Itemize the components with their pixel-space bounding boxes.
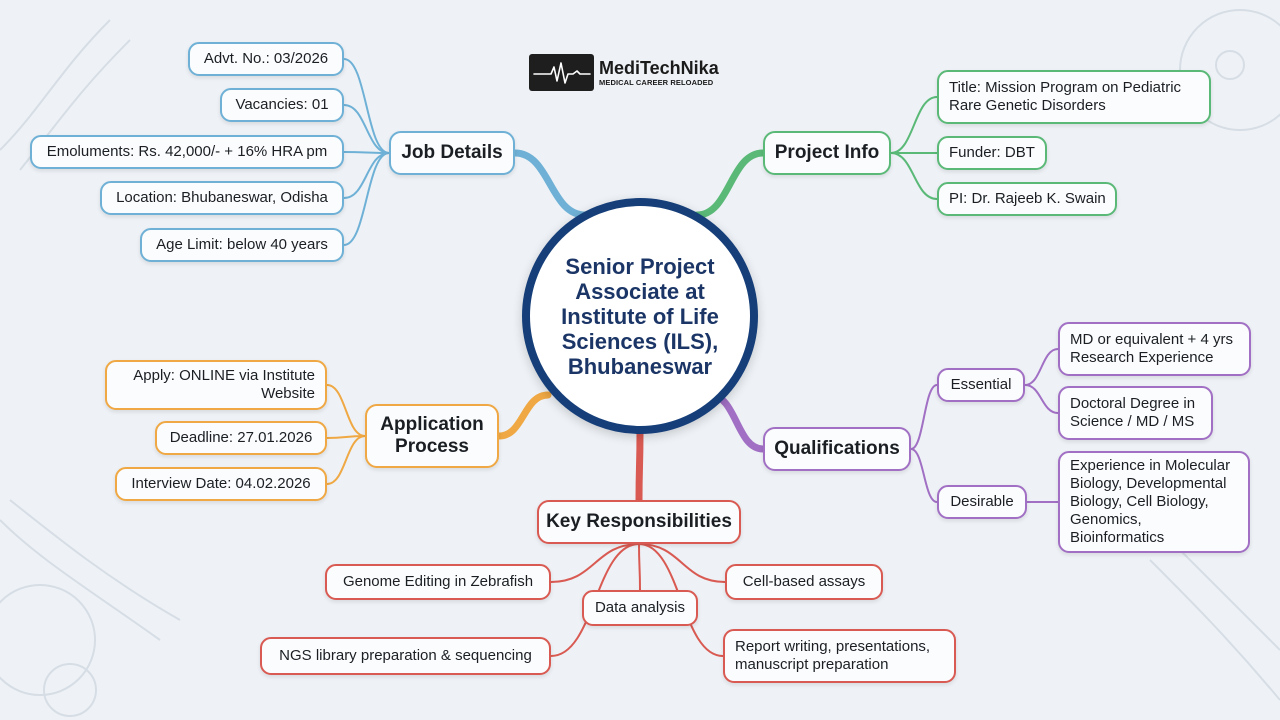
project-info-item: PI: Dr. Rajeeb K. Swain	[937, 182, 1117, 216]
connector-line	[635, 429, 644, 504]
central-topic-title: Senior Project Associate at Institute of…	[561, 253, 719, 379]
connector-line	[343, 151, 390, 154]
connector-line	[511, 149, 589, 219]
application-process-item: Interview Date: 04.02.2026	[115, 467, 327, 501]
connector-line	[343, 152, 390, 246]
connector-line	[326, 435, 366, 485]
qualification-desirable-label: Desirable	[937, 485, 1027, 519]
responsibility-item: Report writing, presentations, manuscrip…	[723, 629, 956, 683]
responsibility-item: Genome Editing in Zebrafish	[325, 564, 551, 600]
qualification-essential-item: MD or equivalent + 4 yrs Research Experi…	[1058, 322, 1251, 376]
connector-line	[693, 149, 767, 219]
brand-name: MediTechNika	[599, 57, 719, 78]
connector-line	[550, 543, 640, 583]
connector-line	[910, 384, 938, 450]
job-detail-item: Advt. No.: 03/2026	[188, 42, 344, 76]
project-info-hub: Project Info	[763, 131, 891, 175]
connector-line	[638, 543, 641, 591]
central-topic: Senior Project Associate at Institute of…	[522, 198, 758, 434]
job-details-hub: Job Details	[389, 131, 515, 175]
responsibility-item: Cell-based assays	[725, 564, 883, 600]
key-responsibilities-hub: Key Responsibilities	[537, 500, 741, 544]
ecg-pulse-icon	[529, 54, 594, 91]
brand-logo: MediTechNika MEDICAL CAREER RELOADED	[529, 54, 719, 91]
connector-line	[1024, 384, 1059, 414]
connector-line	[343, 104, 390, 154]
brand-tagline: MEDICAL CAREER RELOADED	[599, 77, 714, 87]
connector-line	[343, 152, 390, 199]
responsibility-item: Data analysis	[582, 590, 698, 626]
connector-line	[495, 391, 552, 440]
job-detail-item: Emoluments: Rs. 42,000/- + 16% HRA pm	[30, 135, 344, 169]
project-info-item: Funder: DBT	[937, 136, 1047, 170]
responsibility-item: NGS library preparation & sequencing	[260, 637, 551, 675]
application-process-item: Apply: ONLINE via Institute Website	[105, 360, 327, 410]
job-detail-item: Age Limit: below 40 years	[140, 228, 344, 262]
job-detail-item: Vacancies: 01	[220, 88, 344, 122]
application-process-hub: Application Process	[365, 404, 499, 468]
job-detail-item: Location: Bhubaneswar, Odisha	[100, 181, 344, 215]
qualification-essential-label: Essential	[937, 368, 1025, 402]
connector-line	[1024, 348, 1059, 386]
connector-line	[890, 96, 938, 154]
application-process-item: Deadline: 27.01.2026	[155, 421, 327, 455]
connector-line	[638, 543, 726, 583]
qualification-essential-item: Doctoral Degree in Science / MD / MS	[1058, 386, 1213, 440]
connector-line	[910, 448, 938, 503]
connector-line	[890, 152, 938, 200]
connector-line	[343, 58, 390, 154]
connector-line	[326, 384, 366, 437]
qualification-desirable-item: Experience in Molecular Biology, Develop…	[1058, 451, 1250, 553]
project-info-item: Title: Mission Program on Pediatric Rare…	[937, 70, 1211, 124]
qualifications-hub: Qualifications	[763, 427, 911, 471]
